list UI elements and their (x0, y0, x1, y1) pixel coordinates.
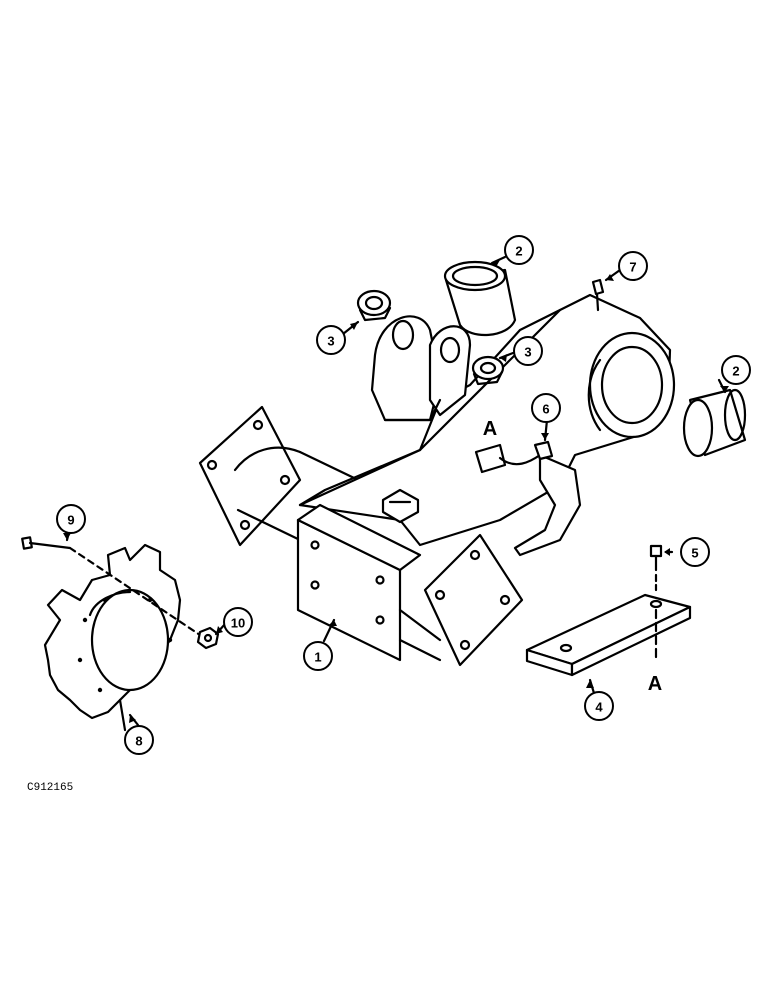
sleeve-right (682, 388, 747, 458)
grease-fitting (591, 278, 605, 312)
leader-lines (63, 255, 729, 727)
callout-5: 5 (680, 537, 710, 567)
callout-8-label: 8 (135, 734, 142, 749)
callout-9-label: 9 (67, 513, 74, 528)
callout-3-middle: 3 (513, 336, 543, 366)
callout-4: 4 (584, 691, 614, 721)
callout-7: 7 (618, 251, 648, 281)
callout-5-label: 5 (691, 546, 698, 561)
callout-3-middle-label: 3 (524, 345, 531, 360)
callout-2-right: 2 (721, 355, 751, 385)
bolt-9 (21, 536, 202, 637)
callout-9: 9 (56, 504, 86, 534)
reference-letter-a-top: A (483, 418, 497, 440)
callout-6: 6 (531, 393, 561, 423)
sleeve-top (443, 260, 517, 337)
callout-1-label: 1 (314, 650, 321, 665)
callout-2-top: 2 (504, 235, 534, 265)
callout-3-upper: 3 (316, 325, 346, 355)
callout-1: 1 (303, 641, 333, 671)
callout-7-label: 7 (629, 260, 636, 275)
nut-10 (196, 626, 220, 650)
callout-2-top-label: 2 (515, 244, 522, 259)
clip-assembly (474, 440, 554, 474)
callout-6-label: 6 (542, 402, 549, 417)
callout-3-upper-label: 3 (327, 334, 334, 349)
bushing-upper (356, 289, 392, 322)
callout-2-right-label: 2 (732, 364, 739, 379)
frame-assembly (198, 293, 676, 667)
callout-8: 8 (124, 725, 154, 755)
figure-id: C912165 (27, 782, 73, 794)
callout-4-label: 4 (595, 700, 603, 715)
bolt-5 (649, 544, 663, 592)
reference-letter-a-bottom: A (648, 673, 662, 695)
bushing-middle (471, 355, 505, 386)
sprocket (43, 543, 182, 732)
wear-plate (525, 593, 692, 677)
callout-10: 10 (223, 607, 253, 637)
callout-10-label: 10 (231, 616, 245, 631)
